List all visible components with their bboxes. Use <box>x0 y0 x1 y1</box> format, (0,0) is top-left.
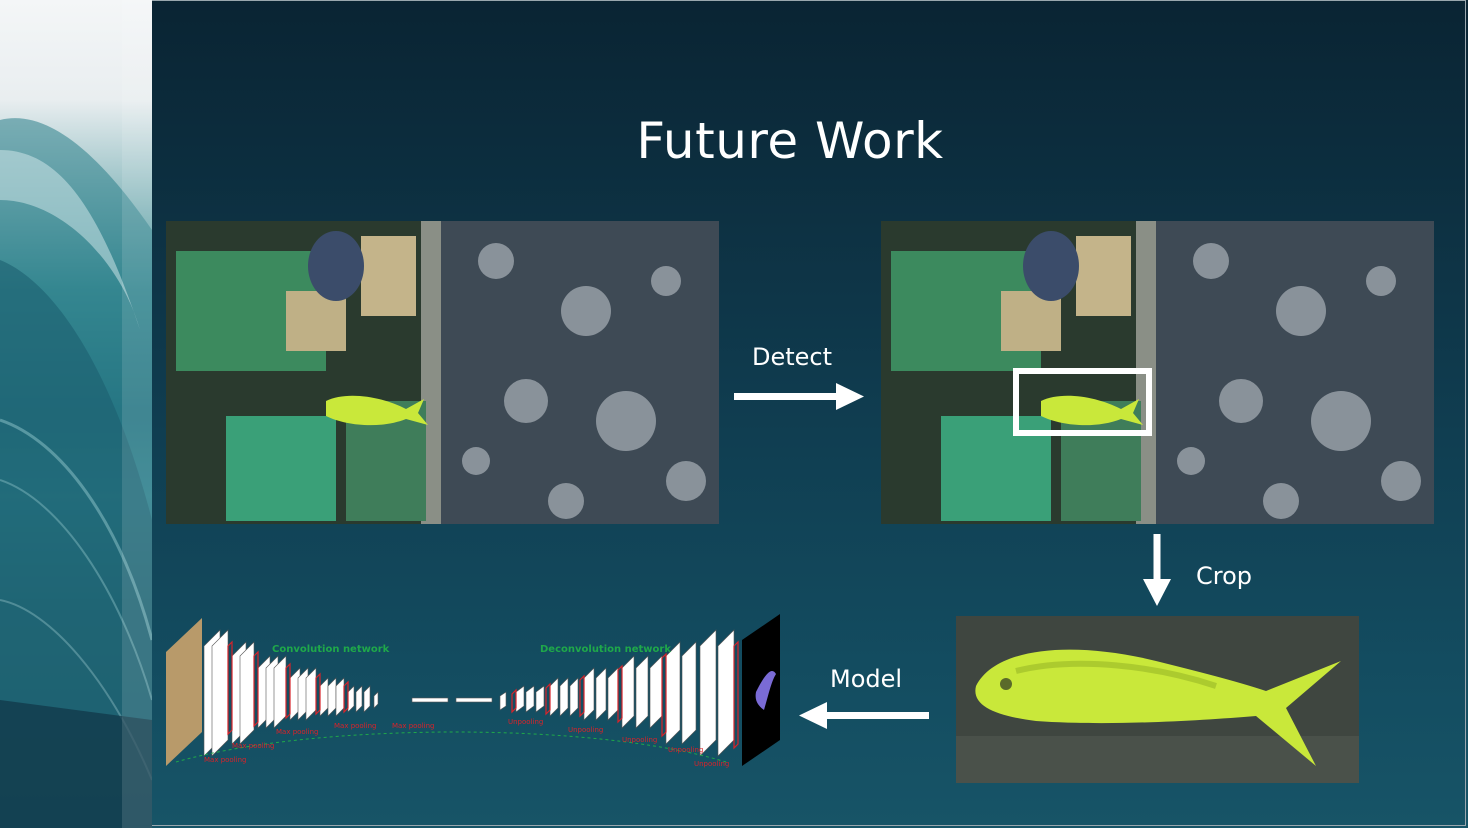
svg-text:Max pooling: Max pooling <box>204 756 246 764</box>
detect-label: Detect <box>752 343 833 371</box>
detection-box <box>1013 368 1152 436</box>
model-label: Model <box>830 665 903 693</box>
svg-text:Max pooling: Max pooling <box>232 742 274 750</box>
svg-text:Unpooling: Unpooling <box>668 746 703 754</box>
wave-decoration <box>0 0 152 828</box>
svg-text:Unpooling: Unpooling <box>508 718 543 726</box>
boat-camera-frame-detected <box>881 221 1434 524</box>
cropped-fish-image <box>956 616 1359 783</box>
slide-title: Future Work <box>636 112 944 170</box>
svg-text:Max pooling: Max pooling <box>276 728 318 736</box>
svg-text:Max pooling: Max pooling <box>392 722 434 730</box>
left-arrow-icon <box>799 702 929 730</box>
svg-text:Unpooling: Unpooling <box>568 726 603 734</box>
wave-highlight-band <box>122 0 152 828</box>
svg-text:Max pooling: Max pooling <box>334 722 376 730</box>
crop-label: Crop <box>1196 562 1253 590</box>
conv-network-title: Convolution network <box>272 644 390 655</box>
deconv-network-title: Deconvolution network <box>540 644 671 655</box>
boat-camera-frame-original <box>166 221 719 524</box>
svg-text:Unpooling: Unpooling <box>622 736 657 744</box>
down-arrow-icon <box>1143 534 1171 606</box>
right-arrow-icon <box>734 383 864 411</box>
segmentation-network-diagram: Convolution network Deconvolution networ… <box>166 612 780 768</box>
svg-text:Unpooling: Unpooling <box>694 760 729 768</box>
